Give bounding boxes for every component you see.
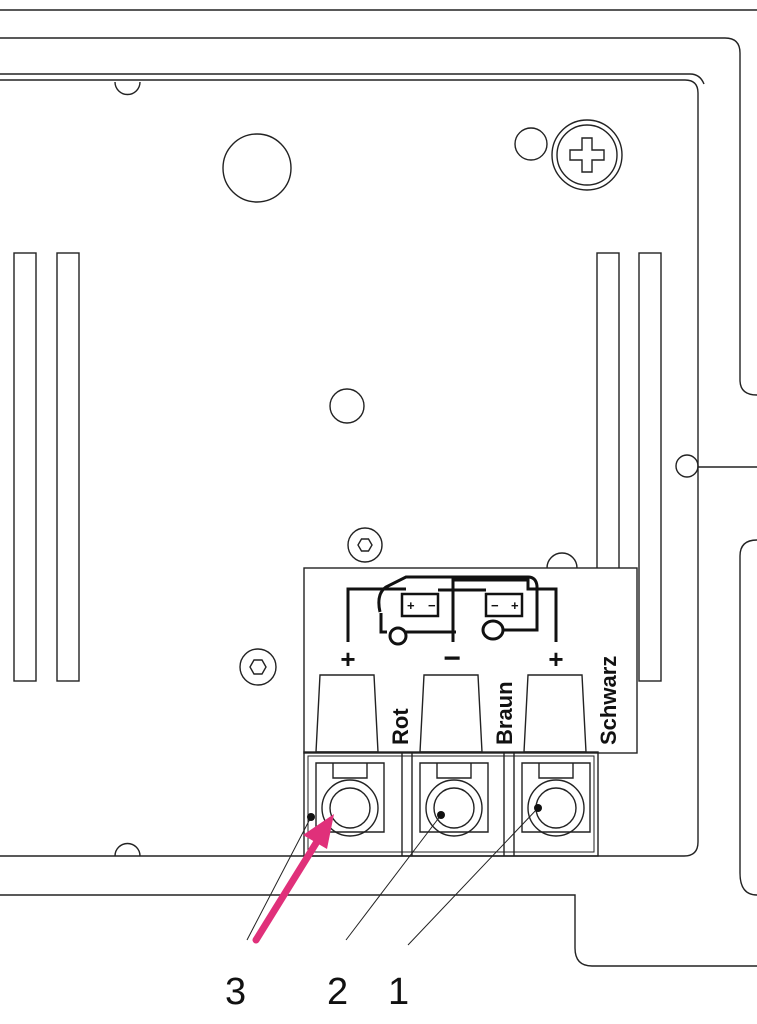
mounting-hole-small [514,127,548,161]
terminal-block [303,751,599,857]
svg-text:−: − [491,598,499,613]
terminal-screw-left [315,762,385,837]
svg-text:−: − [428,598,436,613]
mounting-hole-large [222,133,292,203]
wire-label-brown: Braun [492,681,517,745]
caravan-battery-icon: + − − + [346,575,558,646]
slots-left [13,252,80,682]
callout-2: 2 [327,971,348,1013]
terminal-label-plate [303,567,638,754]
polarity-plus-right: + [548,644,563,674]
mounting-hole-center [329,388,365,424]
hex-screw-icon [347,527,383,563]
wire-label-black: Schwarz [596,656,621,745]
notch-bottom [114,842,141,857]
svg-text:+: + [511,598,519,613]
notch-top [114,81,141,96]
polarity-plus-left: + [340,644,355,674]
leader-line-1 [407,804,542,946]
leader-line-3 [246,813,315,941]
polarity-minus: − [443,642,461,675]
housing-frame [0,9,757,967]
phillips-screw-icon [551,119,623,191]
callout-1: 1 [388,971,409,1013]
terminal-screw-middle [419,762,489,837]
mounting-hole-right [675,454,699,478]
callout-3: 3 [225,971,246,1013]
svg-text:+: + [407,598,415,613]
hex-screw-icon [239,648,277,686]
wire-label-red: Rot [388,708,413,745]
terminal-screw-right [521,762,591,837]
leader-line-2 [345,811,445,941]
highlight-arrow [252,814,334,944]
